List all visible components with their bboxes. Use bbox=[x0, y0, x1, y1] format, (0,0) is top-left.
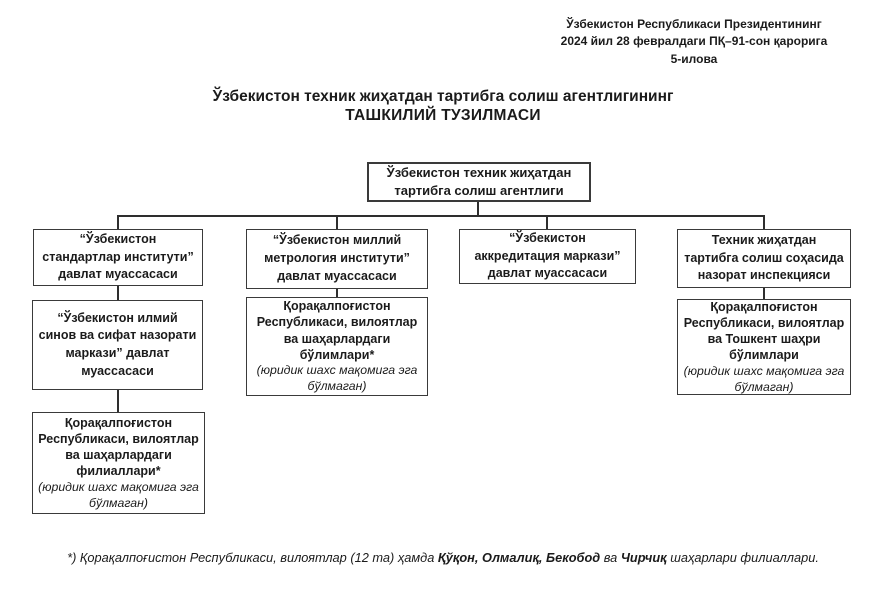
connector-main-horizontal bbox=[117, 215, 765, 217]
org-child-label: “Ўзбекистон илмий синов ва сифат назорат… bbox=[38, 310, 197, 378]
org-branch-label: Техник жиҳатдан тартибга солиш соҳасида … bbox=[684, 232, 844, 283]
org-child-box-testing-quality-center: “Ўзбекистон илмий синов ва сифат назорат… bbox=[32, 300, 203, 390]
org-child-note: (юридик шахс мақомига эга бўлмаган) bbox=[683, 363, 845, 394]
footnote-bold-cities: Қўқон, Олмалиқ, Бекобод bbox=[437, 550, 601, 565]
org-root-label: Ўзбекистон техник жиҳатдан тартибга соли… bbox=[386, 164, 572, 198]
org-branch-box-standards-institute: “Ўзбекистон стандартлар институти” давла… bbox=[33, 229, 203, 286]
org-branch-box-control-inspection: Техник жиҳатдан тартибга солиш соҳасида … bbox=[677, 229, 851, 288]
org-branch-box-accreditation-center: “Ўзбекистон аккредитация маркази” давлат… bbox=[459, 229, 636, 284]
org-child-label: Қорақалпоғистон Республикаси, вилоятлар … bbox=[256, 299, 418, 362]
decree-reference-line: 5-илова bbox=[670, 51, 718, 66]
connector-branch4-child1 bbox=[763, 288, 765, 299]
connector-branch1-child2 bbox=[117, 390, 119, 412]
connector-drop-branch2 bbox=[336, 215, 338, 229]
footnote-bold-city: Чирчиқ bbox=[620, 550, 667, 565]
org-child-box-regional-filials: Қорақалпоғистон Республикаси, вилоятлар … bbox=[32, 412, 205, 514]
decree-reference-line: Ўзбекистон Республикаси Президентининг bbox=[566, 17, 822, 31]
connector-root-vertical bbox=[477, 202, 479, 216]
org-branch-label: “Ўзбекистон аккредитация маркази” давлат… bbox=[474, 230, 621, 281]
page-title-line1: Ўзбекистон техник жиҳатдан тартибга соли… bbox=[212, 88, 674, 105]
org-child-note: (юридик шахс мақомига эга бўлмаган) bbox=[38, 479, 199, 510]
org-root-box: Ўзбекистон техник жиҳатдан тартибга соли… bbox=[367, 162, 591, 202]
decree-reference: Ўзбекистон Республикаси Президентининг 2… bbox=[538, 16, 850, 68]
footnote: *) Қорақалпоғистон Республикаси, вилоятл… bbox=[0, 550, 886, 565]
footnote-text: шаҳарлари филиаллари. bbox=[666, 550, 819, 565]
page-title: Ўзбекистон техник жиҳатдан тартибга соли… bbox=[0, 87, 886, 126]
connector-drop-branch1 bbox=[117, 215, 119, 229]
connector-drop-branch4 bbox=[763, 215, 765, 229]
org-child-box-regional-departments-metrology: Қорақалпоғистон Республикаси, вилоятлар … bbox=[246, 297, 428, 396]
org-child-note: (юридик шахс мақомига эга бўлмаган) bbox=[256, 363, 418, 393]
footnote-text: ва bbox=[600, 550, 621, 565]
org-child-label: Қорақалпоғистон Республикаси, вилоятлар … bbox=[38, 415, 199, 479]
org-child-box-regional-departments-inspection: Қорақалпоғистон Республикаси, вилоятлар … bbox=[677, 299, 851, 395]
org-branch-label: “Ўзбекистон миллий метрология институти”… bbox=[264, 233, 410, 283]
decree-reference-line: 2024 йил 28 февралдаги ПҚ–91-сон қарориг… bbox=[560, 34, 828, 49]
org-branch-box-metrology-institute: “Ўзбекистон миллий метрология институти”… bbox=[246, 229, 428, 289]
org-child-label: Қорақалпоғистон Республикаси, вилоятлар … bbox=[683, 299, 845, 363]
connector-branch2-child1 bbox=[336, 289, 338, 297]
footnote-text: *) Қорақалпоғистон Республикаси, вилоятл… bbox=[67, 550, 438, 565]
connector-drop-branch3 bbox=[546, 215, 548, 229]
connector-branch1-child1 bbox=[117, 286, 119, 300]
org-branch-label: “Ўзбекистон стандартлар институти” давла… bbox=[42, 231, 194, 282]
page-title-line2: ТАШКИЛИЙ ТУЗИЛМАСИ bbox=[345, 107, 541, 125]
